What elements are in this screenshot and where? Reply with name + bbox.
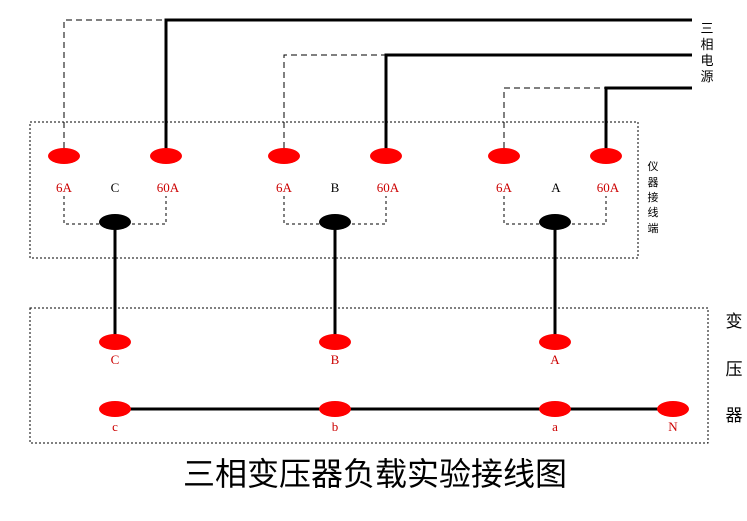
label-secondary-n: N [668,419,678,434]
transformer-box [29,307,709,444]
terminal-60a-c[interactable] [150,148,182,164]
terminal-6a-c[interactable] [48,148,80,164]
label-phase-b: B [331,180,340,195]
power-source-char-1: 三 [700,22,713,37]
primary-terminal-a[interactable] [539,334,571,350]
instrument-label-char-2: 器 [648,176,659,189]
power-source-char-4: 源 [700,70,713,85]
secondary-terminal-n[interactable] [657,401,689,417]
label-phase-a: A [551,180,561,195]
label-secondary-c: c [112,419,118,434]
terminal-6a-b[interactable] [268,148,300,164]
instrument-label-char-5: 端 [648,222,659,235]
secondary-terminal-c[interactable] [99,401,131,417]
label-60a-b: 60A [377,180,400,195]
label-6a-a: 6A [496,180,513,195]
instrument-label-char-4: 线 [648,205,659,219]
diagram-title: 三相变压器负载实验接线图 [183,455,567,493]
terminal-6a-a[interactable] [488,148,520,164]
junction-a[interactable] [539,214,571,230]
transformer-label-char-2: 压 [726,360,743,380]
secondary-terminal-a[interactable] [539,401,571,417]
secondary-terminal-b[interactable] [319,401,351,417]
label-primary-b: B [331,352,340,367]
terminal-60a-b[interactable] [370,148,402,164]
supply-line-phase-b [384,53,692,156]
label-phase-c: C [111,180,120,195]
label-60a-c: 60A [157,180,180,195]
label-primary-c: C [111,352,120,367]
dashed-lead-phase-b [283,54,386,148]
label-secondary-b: b [332,419,339,434]
label-primary-a: A [550,352,560,367]
terminal-60a-a[interactable] [590,148,622,164]
transformer-label-char-3: 器 [726,406,743,426]
junction-c[interactable] [99,214,131,230]
junction-b[interactable] [319,214,351,230]
transformer-label-char-1: 变 [726,312,743,332]
instrument-label-char-1: 仪 [648,160,659,173]
power-source-char-2: 相 [700,38,713,53]
label-6a-c: 6A [56,180,73,195]
primary-terminal-c[interactable] [99,334,131,350]
label-6a-b: 6A [276,180,293,195]
label-60a-a: 60A [597,180,620,195]
supply-line-phase-c [164,18,692,156]
label-secondary-a: a [552,419,558,434]
dashed-lead-phase-c [63,19,164,148]
supply-line-phase-a [604,86,692,156]
dashed-lead-phase-a [503,87,606,148]
instrument-label-char-3: 接 [648,191,659,204]
primary-terminal-b[interactable] [319,334,351,350]
power-source-char-3: 电 [700,54,713,69]
